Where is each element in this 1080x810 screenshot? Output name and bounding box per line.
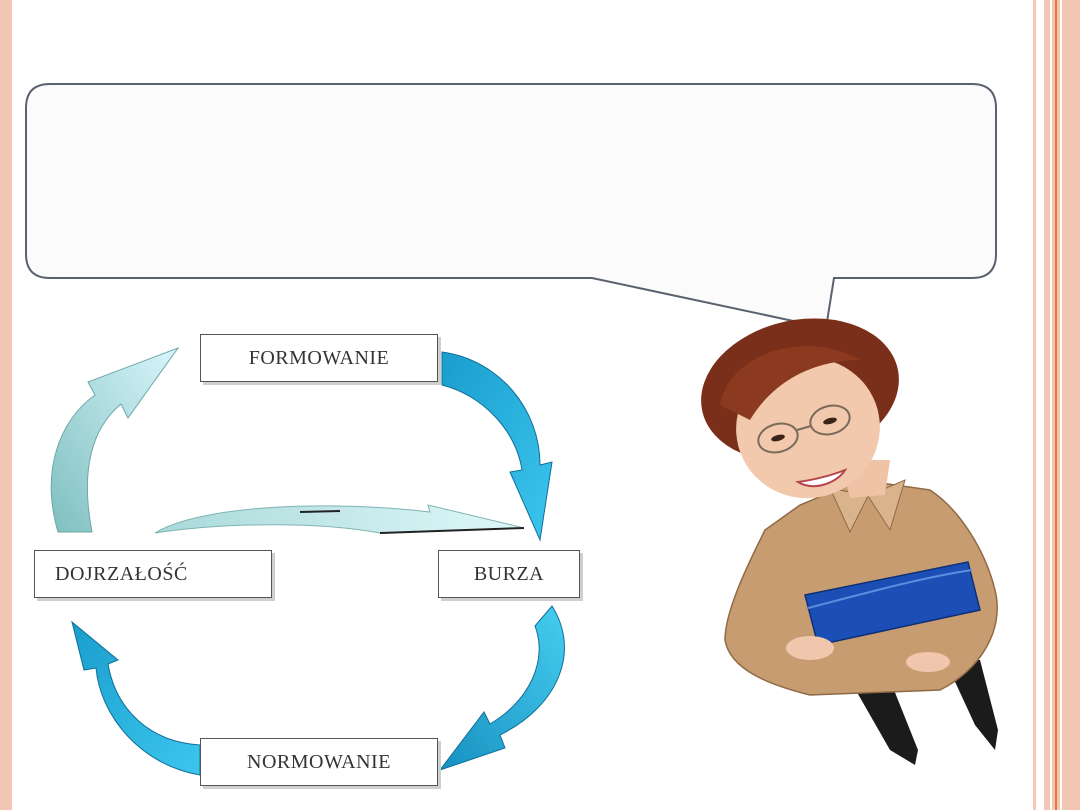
speech-bubble: [25, 83, 997, 330]
stage-burza: BURZA: [438, 550, 580, 598]
stage-normowanie: NORMOWANIE: [200, 738, 438, 786]
arrow-formowanie-to-burza: [441, 351, 553, 542]
right-decoration: [1030, 0, 1080, 810]
stage-formowanie: FORMOWANIE: [200, 334, 438, 382]
stage-formowanie-label: FORMOWANIE: [248, 346, 390, 369]
stage-dojrzalosc-label: DOJRZAŁOŚĆ: [55, 562, 188, 585]
arrow-burza-to-normowanie: [438, 605, 565, 771]
arrow-dojrzalosc-to-formowanie: [50, 346, 180, 533]
stage-normowanie-label: NORMOWANIE: [247, 750, 391, 773]
arrow-burza-to-dojrzalosc: [154, 504, 525, 534]
arrow-normowanie-to-dojrzalosc: [71, 620, 201, 776]
stage-burza-label: BURZA: [473, 562, 545, 585]
stage-dojrzalosc: DOJRZAŁOŚĆ: [34, 550, 272, 598]
cycle-arrows: [50, 346, 565, 776]
woman-holding-folder-photo: [701, 318, 998, 765]
left-accent-bar: [0, 0, 12, 810]
